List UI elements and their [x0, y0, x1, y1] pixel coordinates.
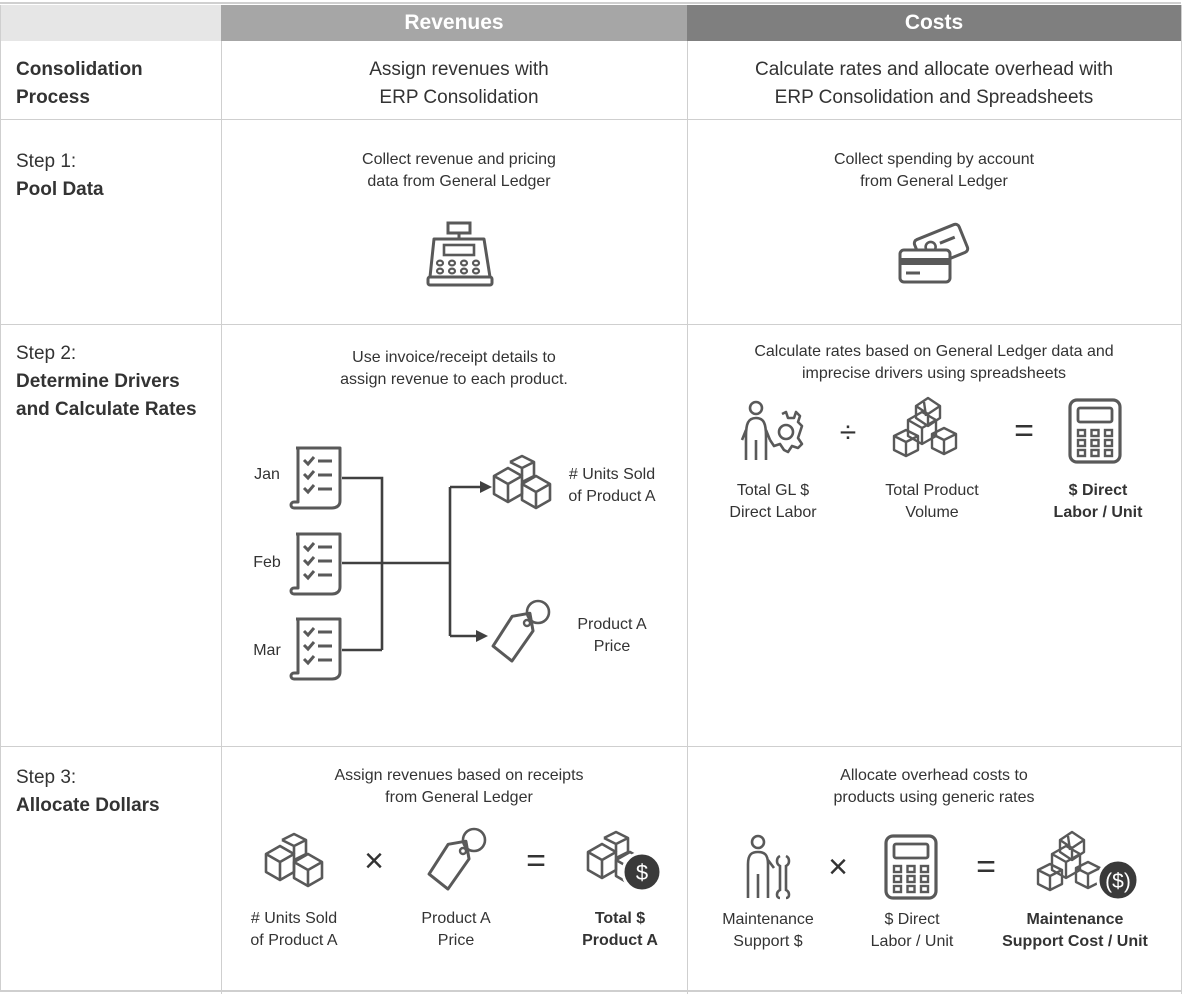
calculator-icon-step2	[1068, 398, 1122, 464]
grid-line-row2	[0, 324, 1181, 325]
grid-line-left	[0, 5, 1, 991]
boxes-icon-step3	[264, 832, 324, 888]
total-gl-direct-labor-label: Total GL $Direct Labor	[729, 482, 817, 521]
svg-text:($): ($)	[1105, 870, 1131, 893]
svg-text:$: $	[636, 860, 648, 885]
step2-costs-text: Calculate rates based on General Ledger …	[754, 343, 1114, 382]
equals-sign-step2: =	[1014, 412, 1034, 450]
header-revenues: Revenues	[221, 5, 687, 41]
row-label-step3: Step 3:Allocate Dollars	[16, 767, 160, 816]
calculator-icon-step3	[884, 834, 938, 900]
header-blank-cell	[0, 5, 221, 41]
grid-line-bottom	[0, 990, 1181, 992]
boxes-dollar-icon: $	[586, 830, 663, 893]
process-costs-text: Calculate rates and allocate overhead wi…	[754, 59, 1114, 108]
invoice-icon-mar	[289, 617, 342, 681]
price-tag-icon-step2	[487, 599, 551, 666]
times-sign-cost: ×	[828, 848, 848, 886]
grid-line-right	[1181, 5, 1182, 994]
grid-line-col2	[687, 41, 688, 994]
grid-line-top	[0, 2, 1181, 4]
boxes-icon-units	[492, 454, 552, 510]
grid-line-col1	[221, 41, 222, 994]
price-tag-icon-step3	[423, 827, 487, 894]
row-label-step1: Step 1:Pool Data	[16, 151, 104, 200]
grid-line-row1	[0, 119, 1181, 120]
mechanic-wrench-icon	[746, 834, 791, 900]
stacked-boxes-icon	[892, 396, 958, 458]
stacked-boxes-dollar-icon: ($)	[1036, 830, 1140, 902]
header-costs: Costs	[687, 5, 1181, 41]
worker-gear-icon	[740, 400, 804, 460]
equals-sign-cost: =	[976, 848, 996, 886]
grid-line-row3	[0, 746, 1181, 747]
equals-sign-revenue: =	[526, 842, 546, 880]
flow-connectors	[342, 476, 492, 652]
row-label-step2: Step 2: Determine Drivers and Calculate …	[16, 343, 197, 420]
month-feb-label: Feb	[253, 554, 281, 571]
invoice-icon-feb	[289, 532, 342, 596]
divide-sign: ÷	[839, 416, 857, 449]
invoice-icon-jan	[289, 446, 342, 510]
cash-register-icon	[426, 221, 494, 287]
month-mar-label: Mar	[253, 642, 281, 659]
total-product-a-label: Total $Product A	[582, 910, 658, 949]
credit-card-icon	[898, 222, 970, 284]
times-sign-revenue: ×	[364, 842, 384, 880]
month-jan-label: Jan	[254, 466, 280, 483]
